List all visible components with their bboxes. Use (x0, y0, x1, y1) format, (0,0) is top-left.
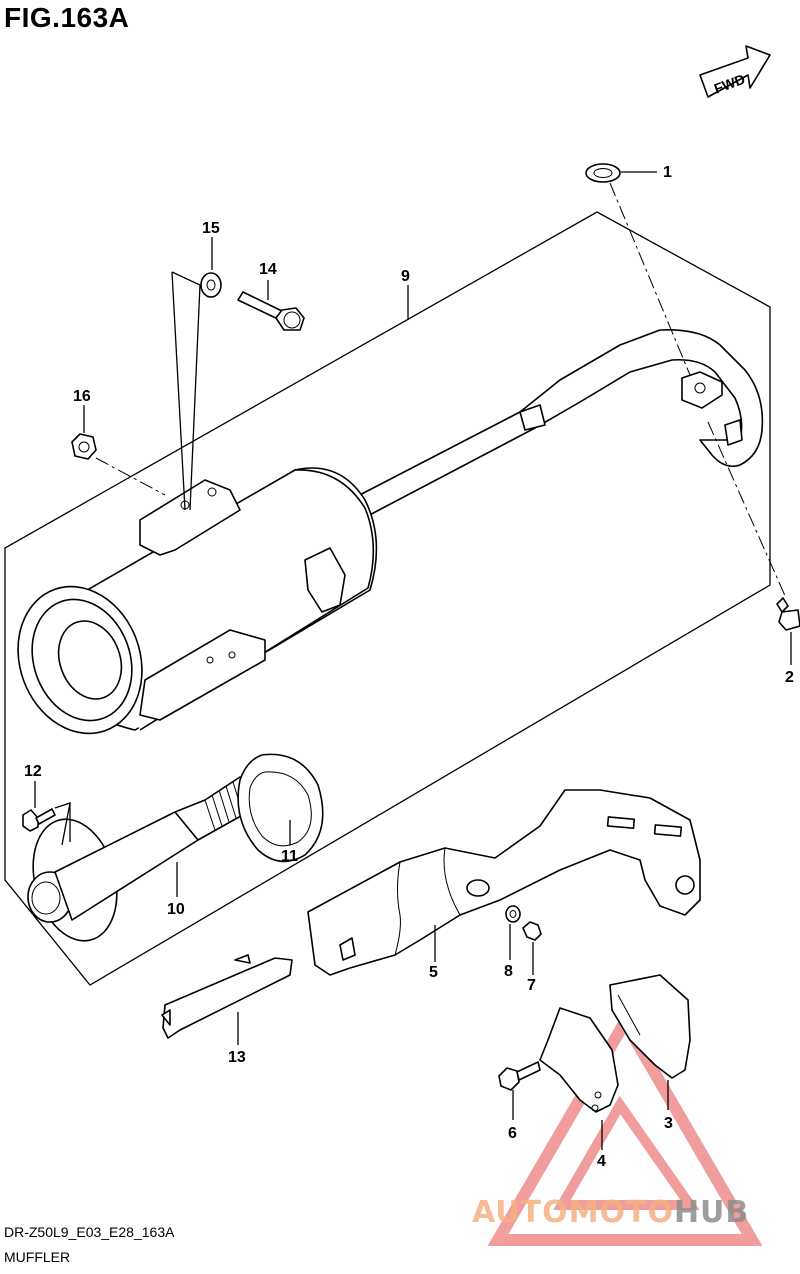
bolt-part-14 (237, 291, 305, 331)
callout-2: 2 (785, 669, 794, 686)
protector-part-4 (539, 1007, 619, 1113)
watermark-text: AUTOMOTOHUB (472, 1195, 749, 1230)
callout-9: 9 (401, 268, 410, 285)
protector-part-3 (609, 974, 691, 1079)
bolt-part-2 (776, 597, 800, 631)
heat-protector-part-5 (307, 789, 701, 976)
muffler-body (17, 467, 378, 735)
watermark-brand-auto: AUTOMOTO (472, 1195, 674, 1230)
callout-11: 11 (281, 848, 298, 865)
callout-7: 7 (527, 977, 536, 994)
callout-13: 13 (228, 1049, 246, 1066)
callout-1: 1 (663, 164, 672, 181)
exhaust-pipe (349, 328, 764, 521)
callout-14: 14 (259, 261, 277, 278)
callout-4: 4 (597, 1153, 606, 1170)
callout-16: 16 (73, 388, 91, 405)
gasket-part-1 (585, 163, 621, 183)
figure-code: DR-Z50L9_E03_E28_163A (4, 1224, 175, 1240)
watermark-brand-hub: HUB (674, 1195, 749, 1230)
callout-15: 15 (202, 220, 220, 237)
protector-plate-part-13 (161, 954, 293, 1039)
callout-10: 10 (167, 901, 185, 918)
bolt-part-12 (22, 808, 56, 832)
automotohub-logo-icon (487, 1010, 763, 1246)
assembly-boundary (4, 211, 771, 986)
fwd-arrow-icon: FWD (699, 45, 771, 98)
washer-part-15 (200, 272, 222, 298)
callout-12: 12 (24, 763, 42, 780)
figure-name: MUFFLER (4, 1249, 71, 1265)
callout-5: 5 (429, 964, 438, 981)
washer-part-8 (505, 905, 521, 923)
gasket-part-11 (237, 753, 324, 863)
nut-part-16 (71, 433, 97, 460)
leader-lines (34, 171, 792, 1150)
tail-pipe-part-10 (27, 776, 250, 942)
screw-part-7 (522, 921, 542, 941)
callout-6: 6 (508, 1125, 517, 1142)
bolt-part-6 (498, 1061, 541, 1091)
callout-3: 3 (664, 1115, 673, 1132)
figure-title: FIG.163A (4, 2, 130, 33)
callout-8: 8 (504, 963, 513, 980)
